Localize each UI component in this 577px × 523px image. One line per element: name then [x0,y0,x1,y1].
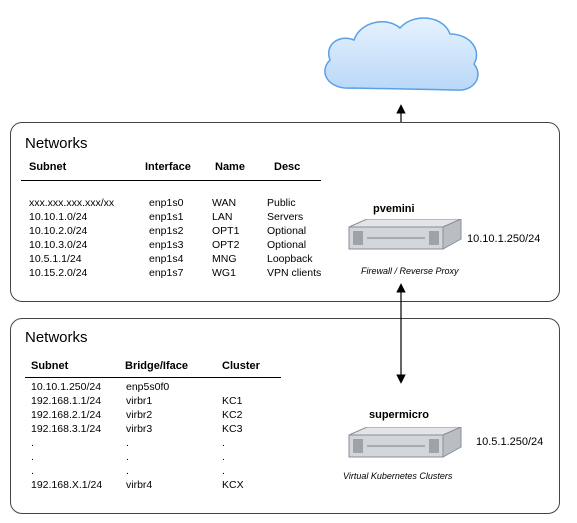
table-cell: 10.15.2.0/24 [29,267,88,279]
server-ip: 10.5.1.250/24 [476,436,544,448]
table-cell: xxx.xxx.xxx.xxx/xx [29,197,115,209]
table-cell: WG1 [212,267,236,279]
table-cell: 192.168.2.1/24 [31,409,102,421]
cloud-icon [324,17,479,91]
table-cell: . [31,451,34,463]
header-subnet: Subnet [31,360,69,372]
table-cell: 192.168.3.1/24 [31,423,102,435]
table-cell: 192.168.1.1/24 [31,395,102,407]
table-cell: . [126,451,129,463]
table-cell: MNG [212,253,237,265]
header-name: Name [215,161,245,173]
table-cell: . [31,465,34,477]
server-icon [348,427,462,458]
bridge-column: enp5s0f0 virbr1 virbr2 virbr3 . . . virb… [126,380,169,492]
header-subnet: Subnet [29,161,67,173]
subnet-column: 10.10.1.250/24 192.168.1.1/24 192.168.2.… [31,380,102,492]
server-name: supermicro [369,409,429,421]
table-cell: VPN clients [267,267,322,279]
table-cell: virbr4 [126,479,153,491]
table-cell: 10.5.1.1/24 [29,253,82,265]
table-cell: enp1s2 [149,225,184,237]
table-cell: enp1s1 [149,211,184,223]
server-ip: 10.10.1.250/24 [467,233,541,245]
table-cell: enp1s4 [149,253,184,265]
header-cluster: Cluster [222,360,260,372]
panel-title: Networks [25,135,88,152]
table-cell: enp1s7 [149,267,184,279]
table-cell: OPT1 [212,225,240,237]
table-cell: enp5s0f0 [126,381,170,393]
server-name: pvemini [373,203,415,215]
header-desc: Desc [274,161,301,173]
table-cell: KC1 [222,395,243,407]
table-cell: virbr3 [126,423,153,435]
table-cell: 10.10.1.250/24 [31,381,102,393]
table-cell: . [126,465,129,477]
table-cell: Optional [267,239,307,251]
panel-title: Networks [25,329,88,346]
interface-column: enp1s0 enp1s1 enp1s2 enp1s3 enp1s4 enp1s… [149,196,183,280]
table-cell: Servers [267,211,304,223]
table-cell: virbr2 [126,409,153,421]
table-cell: . [222,451,225,463]
cluster-column: KC1 KC2 KC3 . . . KCX [222,380,244,492]
table-cell: . [222,465,225,477]
server-caption: Virtual Kubernetes Clusters [343,471,453,481]
table-cell: LAN [212,211,233,223]
table-cell: KC2 [222,409,243,421]
table-cell: Loopback [267,253,313,265]
server-icon [348,219,462,250]
networks-panel-bottom: Networks Subnet Bridge/Iface Cluster 10.… [10,318,560,514]
table-cell: 192.168.X.1/24 [31,479,103,491]
table-cell: virbr1 [126,395,153,407]
server-caption: Firewall / Reverse Proxy [361,266,459,276]
table-cell: 10.10.1.0/24 [29,211,88,223]
subnet-column: xxx.xxx.xxx.xxx/xx 10.10.1.0/24 10.10.2.… [29,196,114,280]
table-cell: OPT2 [212,239,240,251]
networks-panel-top: Networks Subnet Interface Name Desc xxx.… [10,122,560,302]
table-cell: WAN [212,197,237,209]
table-cell: 10.10.2.0/24 [29,225,88,237]
header-interface: Interface [145,161,191,173]
desc-column: Public Servers Optional Optional Loopbac… [267,196,321,280]
header-divider [25,377,281,378]
name-column: WAN LAN OPT1 OPT2 MNG WG1 [212,196,239,280]
table-cell: . [31,437,34,449]
table-cell: 10.10.3.0/24 [29,239,88,251]
table-cell: enp1s0 [149,197,184,209]
table-cell: KC3 [222,423,243,435]
table-cell: KCX [222,479,244,491]
table-cell [222,380,244,394]
header-divider [21,180,321,181]
table-cell: Public [267,197,296,209]
table-cell: . [126,437,129,449]
table-cell: Optional [267,225,307,237]
table-cell: . [222,437,225,449]
table-cell: enp1s3 [149,239,184,251]
header-bridge: Bridge/Iface [125,360,188,372]
